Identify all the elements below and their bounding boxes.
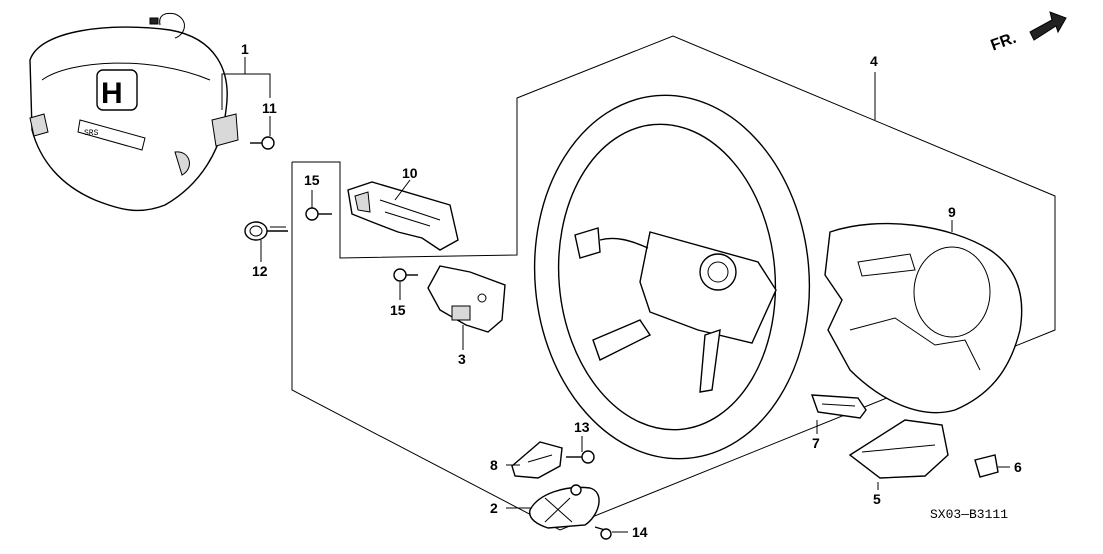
callout-13: 13 bbox=[574, 419, 590, 435]
bracket-10 bbox=[347, 181, 459, 251]
airbag-module: H SRS bbox=[29, 12, 239, 212]
callout-3: 3 bbox=[458, 351, 466, 367]
callout-labels: 1 2 3 4 5 6 7 8 9 10 11 12 13 14 15 15 bbox=[241, 41, 1022, 540]
callout-9: 9 bbox=[948, 204, 956, 220]
rear-cover-9 bbox=[824, 222, 1023, 414]
leader-lines bbox=[221, 57, 1010, 533]
callout-8: 8 bbox=[490, 457, 498, 473]
callout-15-lower: 15 bbox=[390, 302, 406, 318]
front-direction-arrow: FR. bbox=[989, 11, 1067, 55]
callout-15-upper: 15 bbox=[304, 172, 320, 188]
screw-11 bbox=[250, 136, 275, 150]
callout-11: 11 bbox=[262, 100, 277, 116]
group-boundary-lines bbox=[291, 35, 1056, 531]
callout-10: 10 bbox=[402, 165, 418, 181]
callout-12: 12 bbox=[252, 263, 268, 279]
lower-cover-5 bbox=[848, 419, 949, 479]
figure-code: SX03—B3111 bbox=[930, 507, 1008, 522]
callout-5: 5 bbox=[873, 491, 881, 507]
screw-14 bbox=[594, 526, 612, 540]
lower-trim-2 bbox=[529, 484, 600, 529]
callout-6: 6 bbox=[1014, 459, 1022, 475]
switch-bracket-3 bbox=[427, 265, 506, 333]
screw-15-upper bbox=[305, 207, 332, 221]
screw-15-lower bbox=[393, 268, 418, 282]
front-direction-label: FR. bbox=[989, 30, 1019, 55]
callout-14: 14 bbox=[632, 524, 648, 540]
callout-4: 4 bbox=[870, 53, 878, 69]
bracket-8 bbox=[511, 441, 563, 479]
callout-2: 2 bbox=[490, 500, 498, 516]
clip-6 bbox=[974, 454, 999, 478]
bolt-13 bbox=[566, 450, 595, 464]
svg-text:SRS: SRS bbox=[84, 129, 99, 138]
cover-7 bbox=[810, 394, 867, 419]
callout-7: 7 bbox=[812, 435, 820, 451]
svg-text:H: H bbox=[101, 77, 123, 110]
callout-1: 1 bbox=[241, 41, 249, 57]
bolt-12 bbox=[244, 221, 288, 241]
honda-logo bbox=[96, 69, 138, 111]
steering-wheel bbox=[533, 94, 811, 460]
